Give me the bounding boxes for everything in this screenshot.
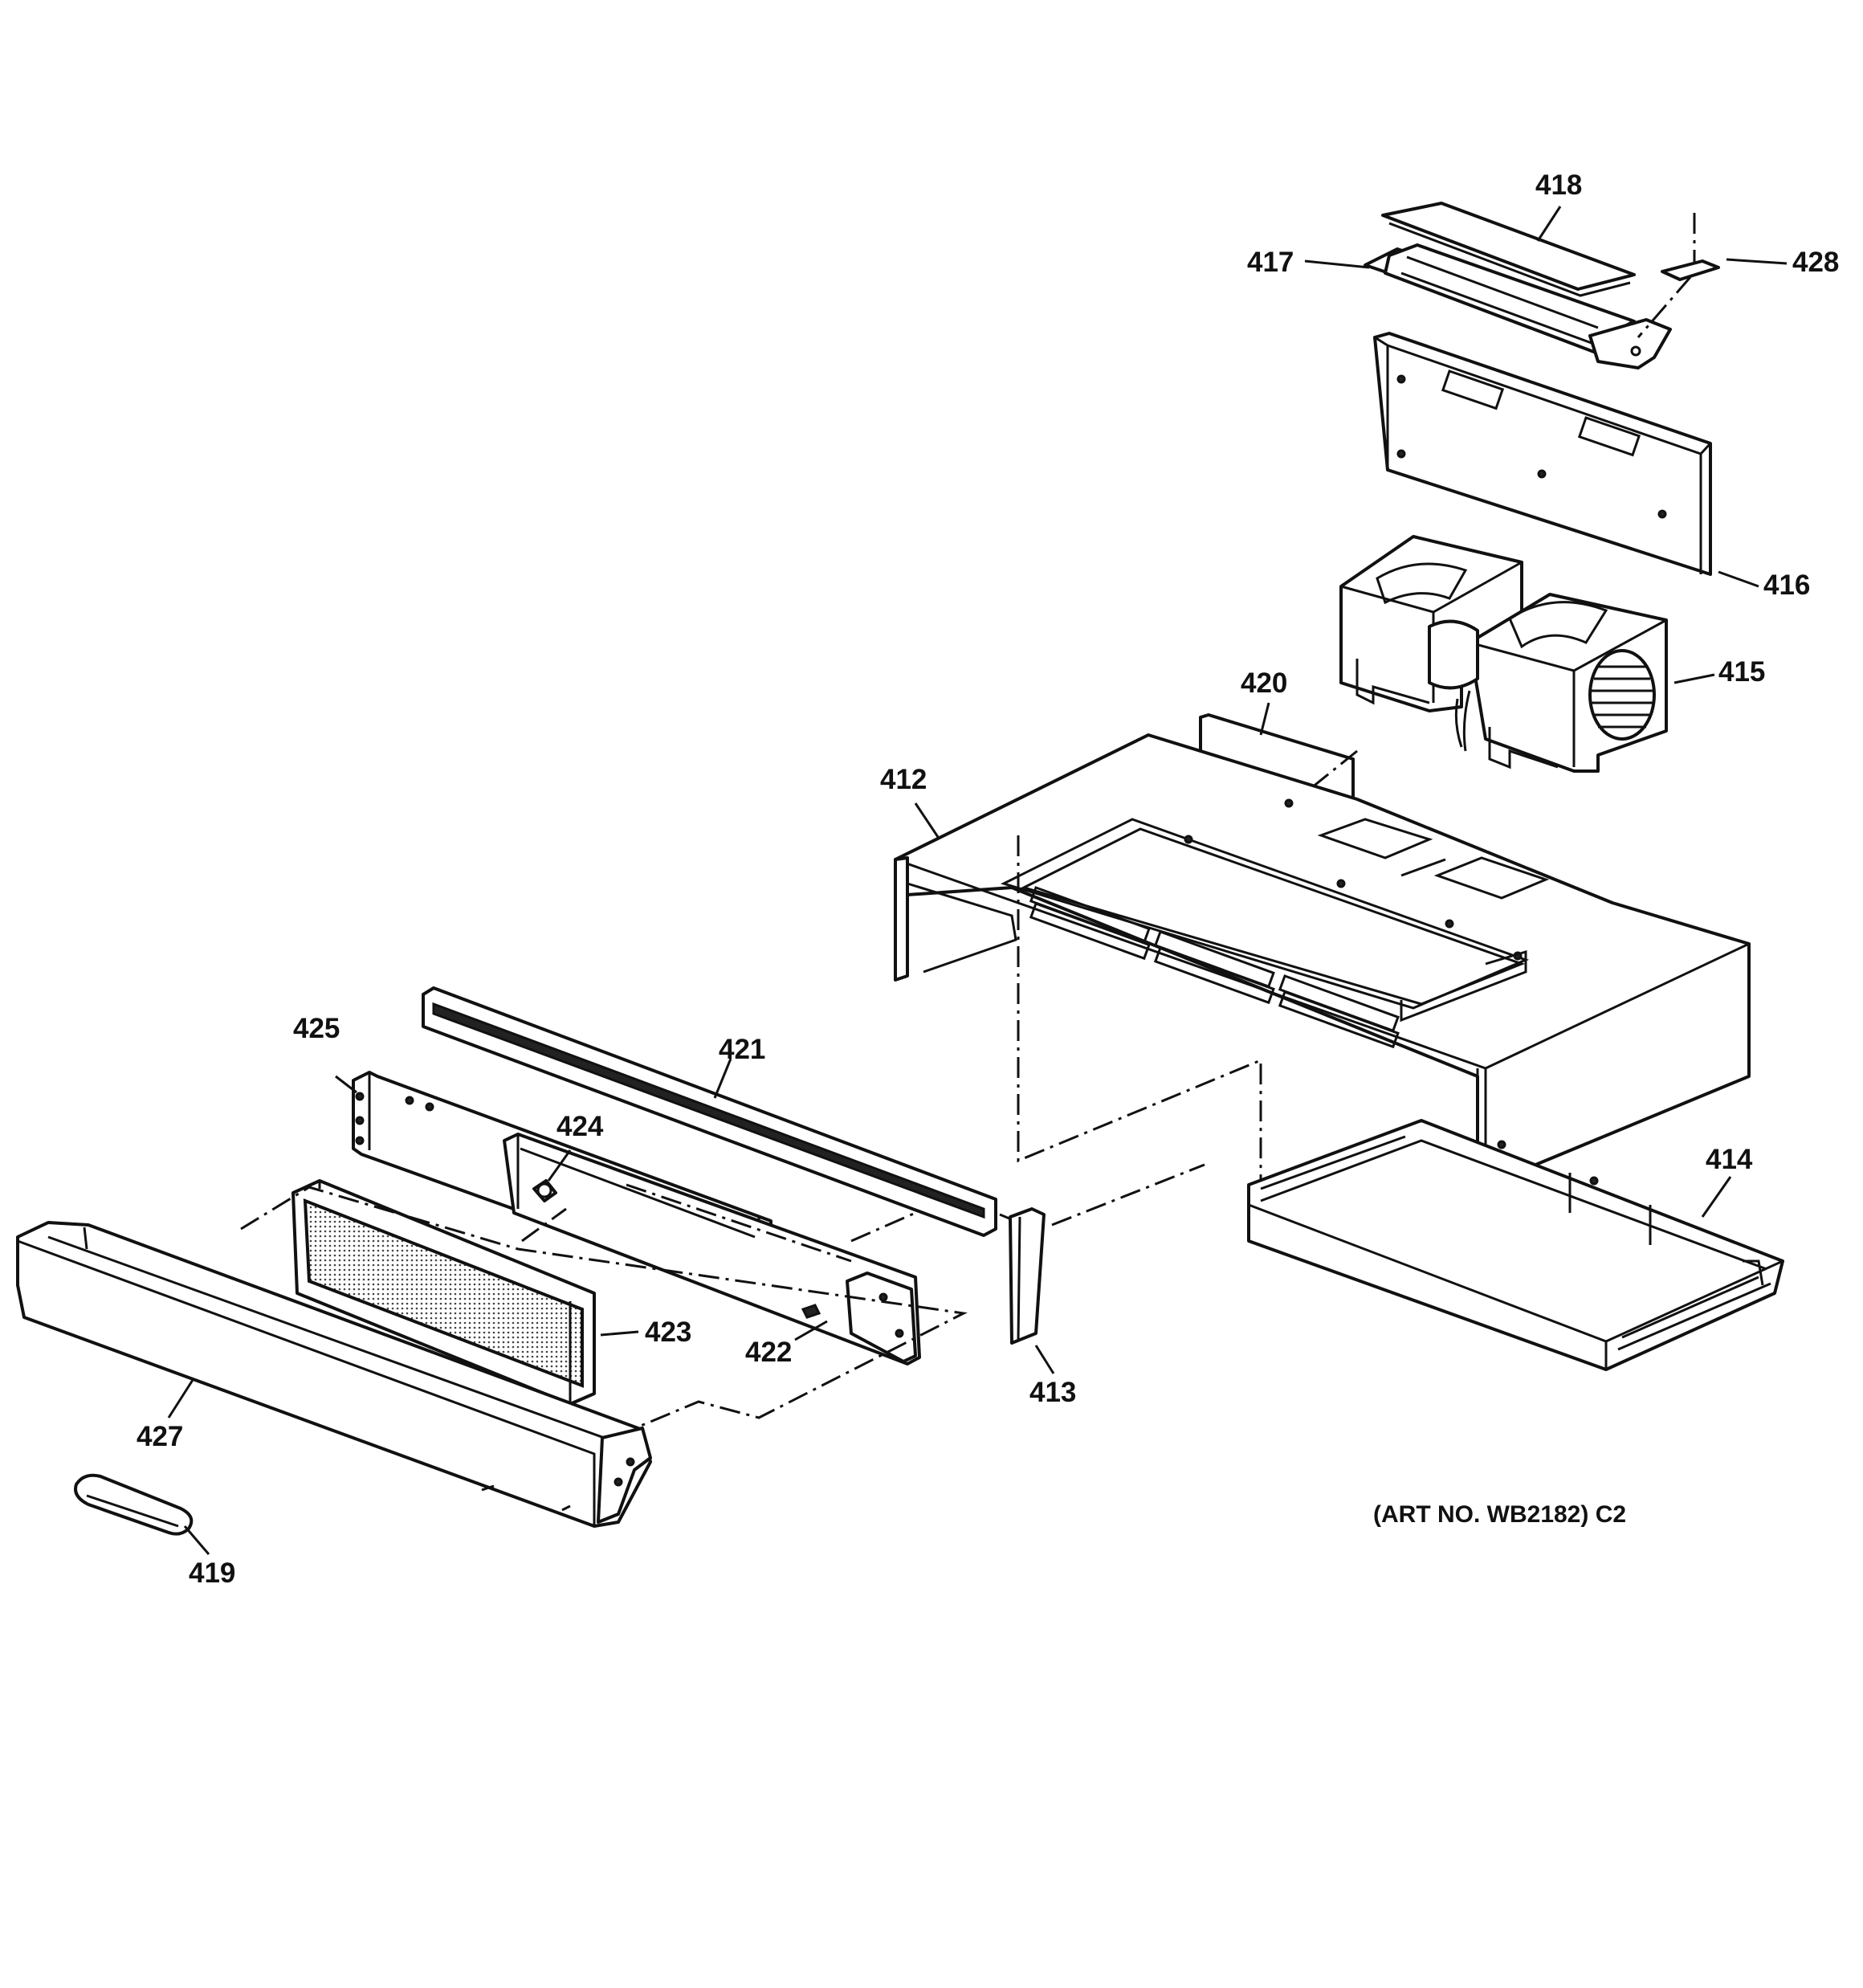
label-417: 417 <box>1247 247 1294 278</box>
label-421: 421 <box>719 1034 765 1065</box>
label-428: 428 <box>1792 247 1839 278</box>
assembly-guide-lines <box>1017 835 1262 1227</box>
label-427: 427 <box>137 1421 183 1452</box>
bottom-tray-part <box>1247 1119 1784 1371</box>
back-plate-part <box>1373 332 1712 576</box>
damper-cover-part <box>1381 202 1636 297</box>
blower-assembly-part <box>1339 535 1668 773</box>
damper-bracket-part <box>1364 243 1672 369</box>
label-420: 420 <box>1241 667 1287 699</box>
art-number: (ART NO. WB2182) C2 <box>1373 1501 1626 1528</box>
grease-filter-part <box>291 1179 596 1406</box>
label-425: 425 <box>293 1013 340 1044</box>
outer-case-part <box>894 733 1751 1190</box>
label-422: 422 <box>745 1337 792 1368</box>
front-rail-part <box>422 986 1045 1237</box>
label-415: 415 <box>1718 656 1765 688</box>
switch-plate-part <box>503 1133 921 1365</box>
leader-lines <box>167 206 1788 1555</box>
label-414: 414 <box>1706 1144 1753 1175</box>
front-panel-part <box>16 1221 652 1528</box>
part-labels: 418 417 428 416 415 420 412 414 421 425 … <box>137 169 1839 1589</box>
label-418: 418 <box>1535 169 1582 201</box>
damper-clip-part <box>1637 213 1720 338</box>
handle-part <box>74 1473 194 1536</box>
label-412: 412 <box>880 764 927 795</box>
label-423: 423 <box>645 1316 691 1348</box>
side-trim-part <box>1009 1207 1046 1345</box>
label-419: 419 <box>189 1557 235 1589</box>
label-416: 416 <box>1763 569 1810 601</box>
label-424: 424 <box>556 1111 604 1142</box>
label-413: 413 <box>1029 1377 1076 1408</box>
